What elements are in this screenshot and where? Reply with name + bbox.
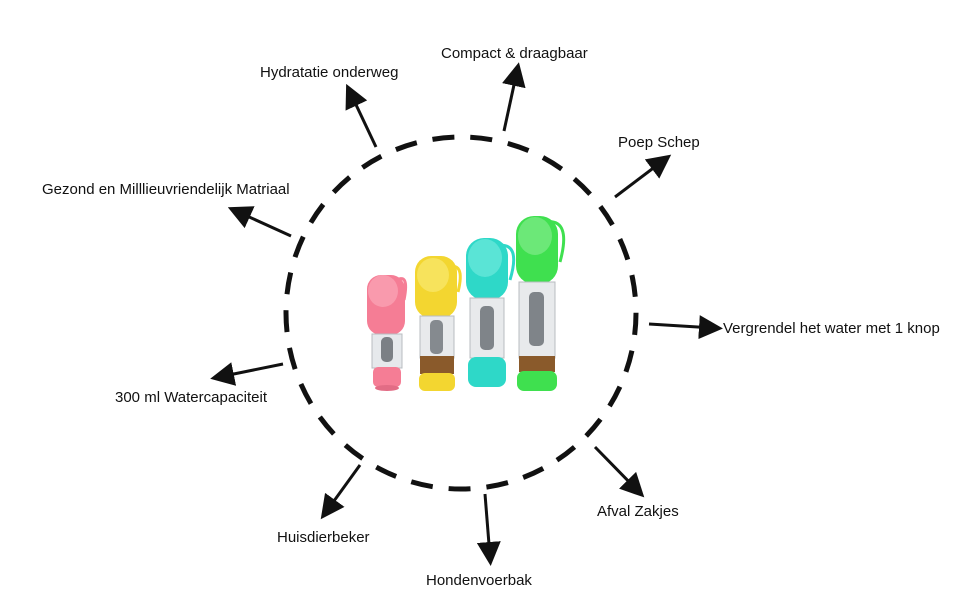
label-gezond: Gezond en Milllieuvriendelijk Matriaal [42,181,290,198]
label-hondenvoerbak: Hondenvoerbak [426,572,532,589]
bottle-teal [466,238,516,387]
arrow-gezond [227,206,292,238]
arrow-vergrendel [648,315,723,340]
arrow-afval [593,445,645,498]
arrow-honden [476,493,501,566]
bottle-green [516,216,566,391]
arrow-hydratatie [345,83,378,148]
arrow-water [210,362,284,386]
arrow-huis [320,464,362,520]
label-vergrendel: Vergrendel het water met 1 knop [723,320,940,337]
bottle-pink [367,275,408,391]
dashed-circle [283,134,639,492]
label-poep-schep: Poep Schep [618,134,700,151]
label-afval-zakjes: Afval Zakjes [597,503,679,520]
bottle-yellow [415,256,462,391]
label-huisdierbeker: Huisdierbeker [277,529,370,546]
label-hydratatie: Hydratatie onderweg [260,64,399,81]
arrow-poep [614,154,672,199]
label-compact: Compact & draagbaar [441,45,588,62]
label-watercapaciteit: 300 ml Watercapaciteit [115,389,268,406]
product-bottles [367,216,566,391]
arrow-compact [502,62,526,132]
